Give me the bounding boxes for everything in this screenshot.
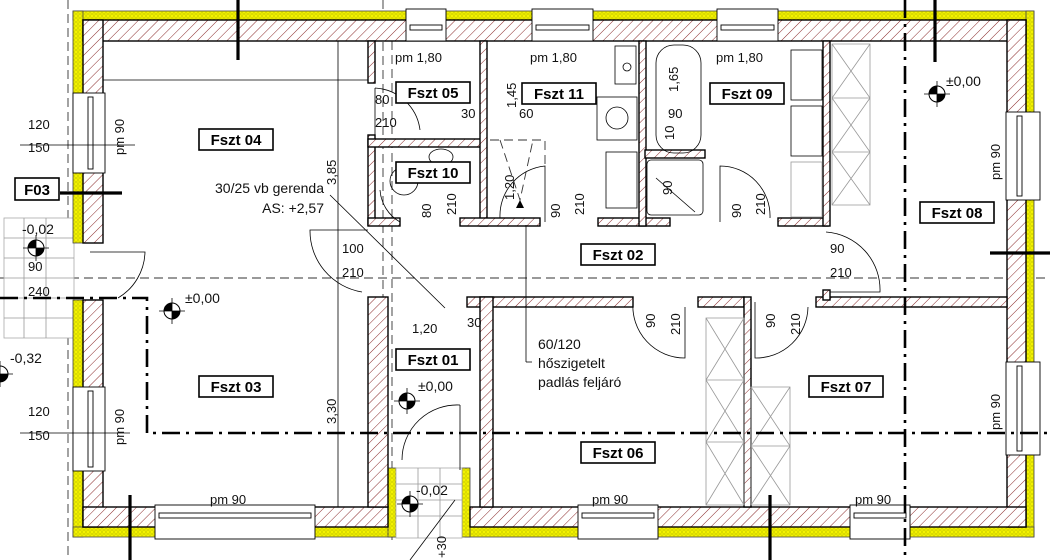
level-vestibule: -0,02 (416, 482, 448, 498)
section-mark-f03: F03 (24, 182, 50, 199)
beam-note-line1: 30/25 vb gerenda (215, 180, 324, 196)
dim-text: 10 (662, 126, 677, 140)
room-fszt09: Fszt 09 (722, 86, 773, 103)
dim-text: 210 (444, 193, 459, 215)
dim-text: 120 (28, 117, 50, 132)
level-marker-icon (393, 387, 421, 415)
beam-note-line2: AS: +2,57 (262, 200, 324, 216)
dim-text: 3,85 (324, 160, 339, 185)
dim-text: pm 90 (210, 492, 246, 507)
level-fszt08: ±0,00 (946, 73, 981, 89)
boiler (614, 45, 637, 85)
dim-text: 210 (830, 265, 852, 280)
room-fszt06: Fszt 06 (593, 445, 644, 462)
dim-text: 90 (830, 241, 844, 256)
room-fszt08: Fszt 08 (932, 205, 983, 222)
dim-text: pm 90 (592, 492, 628, 507)
dim-text: pm 90 (855, 492, 891, 507)
level-outside: -0,32 (10, 350, 42, 366)
attic-note-line1: 60/120 (538, 336, 581, 352)
dim-text: 210 (375, 115, 397, 130)
dim-text: 90 (763, 314, 778, 328)
level-labels: -0,02 ±0,00 ±0,00 ±0,00 -0,02 -0,32 (10, 73, 981, 498)
shower (646, 159, 704, 216)
dim-text: 3,30 (324, 399, 339, 424)
dim-text: 90 (548, 204, 563, 218)
terrace-tiles (3, 217, 75, 339)
attic-note-line3: padlás feljáró (538, 374, 621, 390)
interior-walls (367, 40, 1008, 508)
doors (90, 87, 881, 470)
dim-text: +30 (434, 536, 449, 558)
dim-text: 150 (28, 428, 50, 443)
room-fszt07: Fszt 07 (821, 379, 872, 396)
level-fszt03: ±0,00 (185, 290, 220, 306)
wardrobes (705, 43, 871, 506)
dim-text: 1,20 (502, 175, 517, 200)
sink (790, 105, 823, 157)
room-labels: Fszt 04 Fszt 05 Fszt 10 Fszt 11 Fszt 09 … (14, 81, 995, 464)
dim-text: 90 (643, 314, 658, 328)
level-fszt01: ±0,00 (418, 378, 453, 394)
dim-text: pm 90 (988, 394, 1003, 430)
dim-text: 210 (342, 265, 364, 280)
sink (790, 49, 823, 101)
dim-text: 60 (519, 106, 533, 121)
dim-text: 150 (28, 140, 50, 155)
dim-text: pm 1,80 (716, 50, 763, 65)
room-fszt04: Fszt 04 (211, 132, 263, 149)
dim-text: 80 (419, 204, 434, 218)
level-terrace: -0,02 (22, 221, 54, 237)
dim-text: 240 (28, 284, 50, 299)
dimension-labels: 120 150 120 150 pm 90 pm 90 pm 90 pm 90 … (28, 50, 1003, 558)
room-fszt01: Fszt 01 (408, 352, 459, 369)
dim-text: 90 (28, 259, 42, 274)
bathtub (655, 44, 702, 154)
dim-text: pm 90 (988, 144, 1003, 180)
dim-text: 210 (572, 193, 587, 215)
dim-text: pm 1,80 (530, 50, 577, 65)
dim-text: pm 1,80 (395, 50, 442, 65)
windows (72, 8, 1041, 540)
dim-text: 120 (28, 404, 50, 419)
toilet-box (605, 151, 638, 209)
dim-text: 1,45 (504, 83, 519, 108)
dim-text: 90 (729, 204, 744, 218)
annotations: 30/25 vb gerenda AS: +2,57 60/120 hőszig… (215, 180, 621, 390)
dim-text: 30 (461, 106, 475, 121)
attic-note-line2: hőszigetelt (538, 355, 605, 371)
dim-text: 90 (668, 106, 682, 121)
dim-text: 80 (375, 92, 389, 107)
room-fszt11: Fszt 11 (534, 86, 584, 103)
dim-text: 210 (788, 313, 803, 335)
dim-text: 100 (342, 241, 364, 256)
dim-text: 1,20 (412, 321, 437, 336)
dim-text: 210 (668, 313, 683, 335)
dim-text: 210 (753, 193, 768, 215)
dim-text: 30 (467, 315, 481, 330)
dim-text: 90 (660, 181, 675, 195)
dim-text: 1,65 (666, 67, 681, 92)
room-fszt03: Fszt 03 (211, 379, 262, 396)
room-fszt10: Fszt 10 (408, 165, 459, 182)
level-marker-icon (158, 297, 186, 325)
dim-text: pm 90 (112, 119, 127, 155)
room-fszt05: Fszt 05 (408, 85, 459, 102)
dim-text: pm 90 (112, 409, 127, 445)
room-fszt02: Fszt 02 (593, 247, 644, 264)
washing-machine (596, 96, 638, 141)
